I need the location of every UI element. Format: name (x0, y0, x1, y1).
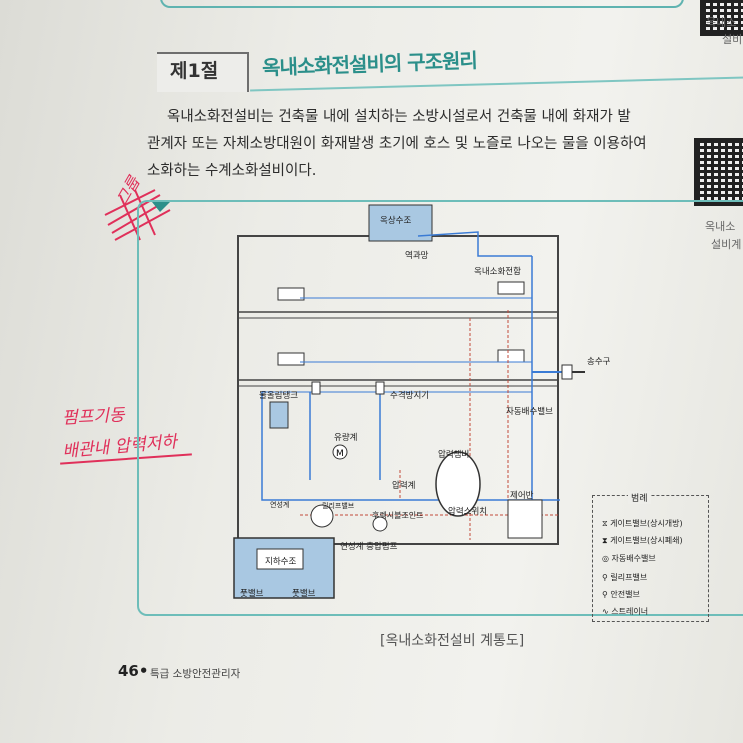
qr-code (694, 138, 743, 206)
pump-label: 연성계 충압펌프 (340, 542, 398, 552)
qr-code-top (700, 0, 743, 36)
legend-item-label: 스트레이너 (611, 607, 649, 616)
legend-item: ⧖ 게이트밸브(상시개방) (602, 519, 683, 528)
control-panel-label: 제어반 (510, 491, 534, 501)
figure-frame (137, 200, 743, 616)
check-label: 역과망 (405, 251, 429, 261)
underground-tank-label: 지하수조 (265, 557, 297, 567)
legend-item-label: 릴리프밸브 (610, 573, 648, 582)
handwritten-scribble (104, 189, 171, 241)
legend-item: ⚲ 릴리프밸브 (602, 573, 648, 582)
legend-item-label: 안전밸브 (610, 590, 640, 599)
vacuum-gauge-label: 연성계 (270, 501, 290, 509)
legend-item: ⧗ 게이트밸브(상시폐쇄) (602, 536, 683, 545)
side-text-top-2: 설비 (722, 33, 743, 46)
figure-caption: [옥내소화전설비 계통도] (380, 633, 525, 649)
flowmeter-label: 유량계 (334, 433, 358, 443)
foot-valve-1-label: 풋밸브 (240, 589, 264, 599)
side-text-mid-2: 설비계 (711, 238, 742, 251)
pressure-gauge-label: 압력계 (392, 481, 416, 491)
svg-text:M: M (336, 449, 344, 459)
roof-tank-label: 옥상수조 (380, 216, 412, 226)
cabinet-label: 옥내소화전함 (474, 267, 521, 277)
pressure-chamber-label: 압력챔버 (438, 450, 470, 460)
side-text-top-1: 옥내소 (706, 16, 737, 29)
legend-item: ⚲ 안전밸브 (602, 590, 640, 599)
priming-tank-label: 물올림탱크 (259, 391, 299, 401)
side-text-mid-1: 옥내소 (705, 220, 736, 233)
auto-drain-label: 자동배수밸브 (506, 407, 553, 417)
page-number: 46• (118, 662, 149, 680)
legend-title: 범례 (628, 491, 651, 504)
paragraph-line-3: 소화하는 수계소화설비이다. (147, 163, 317, 179)
legend-item-label: 게이트밸브(상시폐쇄) (610, 536, 683, 545)
section-number: 제1절 (170, 60, 219, 82)
section-tab (157, 52, 249, 92)
foot-valve-2-label: 풋밸브 (292, 589, 316, 599)
pressure-switch-label: 압력스위치 (448, 507, 488, 517)
paragraph-line-2: 관계자 또는 자체소방대원이 화재발생 초기에 호스 및 노즐로 나오는 물을 … (147, 136, 647, 152)
relief-valve-label: 릴리프밸브 (322, 502, 355, 510)
book-title: 특급 소방안전관리자 (150, 668, 241, 680)
siamese-label: 송수구 (587, 357, 611, 367)
water-hammer-label: 수격방지기 (390, 391, 430, 401)
paragraph-line-1: 옥내소화전설비는 건축물 내에 설치하는 소방시설로서 건축물 내에 화재가 발 (167, 109, 631, 125)
frame-corner-marker (152, 202, 170, 212)
legend-item-label: 자동배수밸브 (611, 554, 656, 563)
legend-item: ◎ 자동배수밸브 (602, 554, 656, 563)
flexible-joint-label: 후렉시블조인트 (372, 511, 424, 520)
legend-item: ∿ 스트레이너 (602, 607, 649, 616)
legend-item-label: 게이트밸브(상시개방) (610, 519, 683, 528)
